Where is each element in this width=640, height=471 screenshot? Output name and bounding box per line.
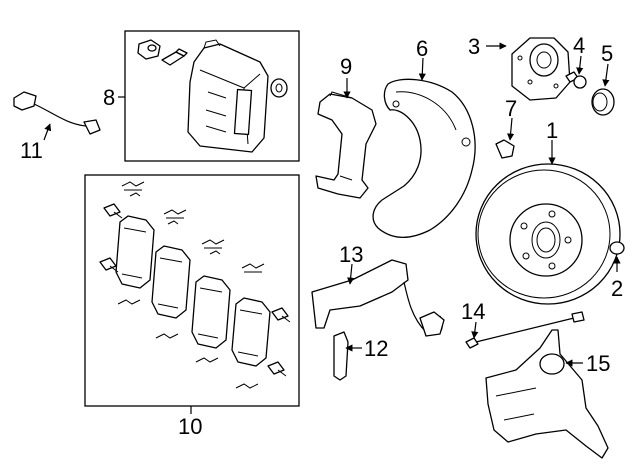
caliper-kit-box <box>124 30 300 162</box>
callout-13: 13 <box>339 242 363 267</box>
wear-sensor-part <box>13 91 101 135</box>
callout-7: 7 <box>505 96 517 121</box>
speed-sensor-part <box>333 331 349 381</box>
splash-shield-part <box>372 78 476 238</box>
dust-cap-part <box>591 88 615 116</box>
hub-bolt-part <box>565 71 587 89</box>
callout-10: 10 <box>178 414 202 439</box>
callout-8: 8 <box>103 85 115 110</box>
shield-bolt-part <box>495 139 515 159</box>
callout-15: 15 <box>586 351 610 376</box>
rotor-screw-part <box>609 241 625 255</box>
brake-rotor-part <box>475 163 621 305</box>
callout-5: 5 <box>601 41 613 66</box>
wheel-hub-part <box>511 37 571 101</box>
leader-lines <box>43 42 621 414</box>
callout-2: 2 <box>611 276 623 301</box>
callout-3: 3 <box>468 34 480 59</box>
callout-9: 9 <box>340 54 352 79</box>
pad-kit-box <box>84 174 300 407</box>
sensor-cable-part <box>465 311 585 349</box>
callout-12: 12 <box>364 336 388 361</box>
callout-4: 4 <box>573 33 585 58</box>
steering-knuckle-part <box>485 329 609 459</box>
sensor-bracket-part <box>311 259 445 337</box>
callout-6: 6 <box>416 36 428 61</box>
callout-1: 1 <box>546 118 558 143</box>
pad-kit-parts <box>99 181 291 389</box>
caliper-kit-parts <box>137 39 288 153</box>
callout-14: 14 <box>461 299 485 324</box>
callout-11: 11 <box>20 138 43 163</box>
caliper-bracket-part <box>315 91 377 199</box>
